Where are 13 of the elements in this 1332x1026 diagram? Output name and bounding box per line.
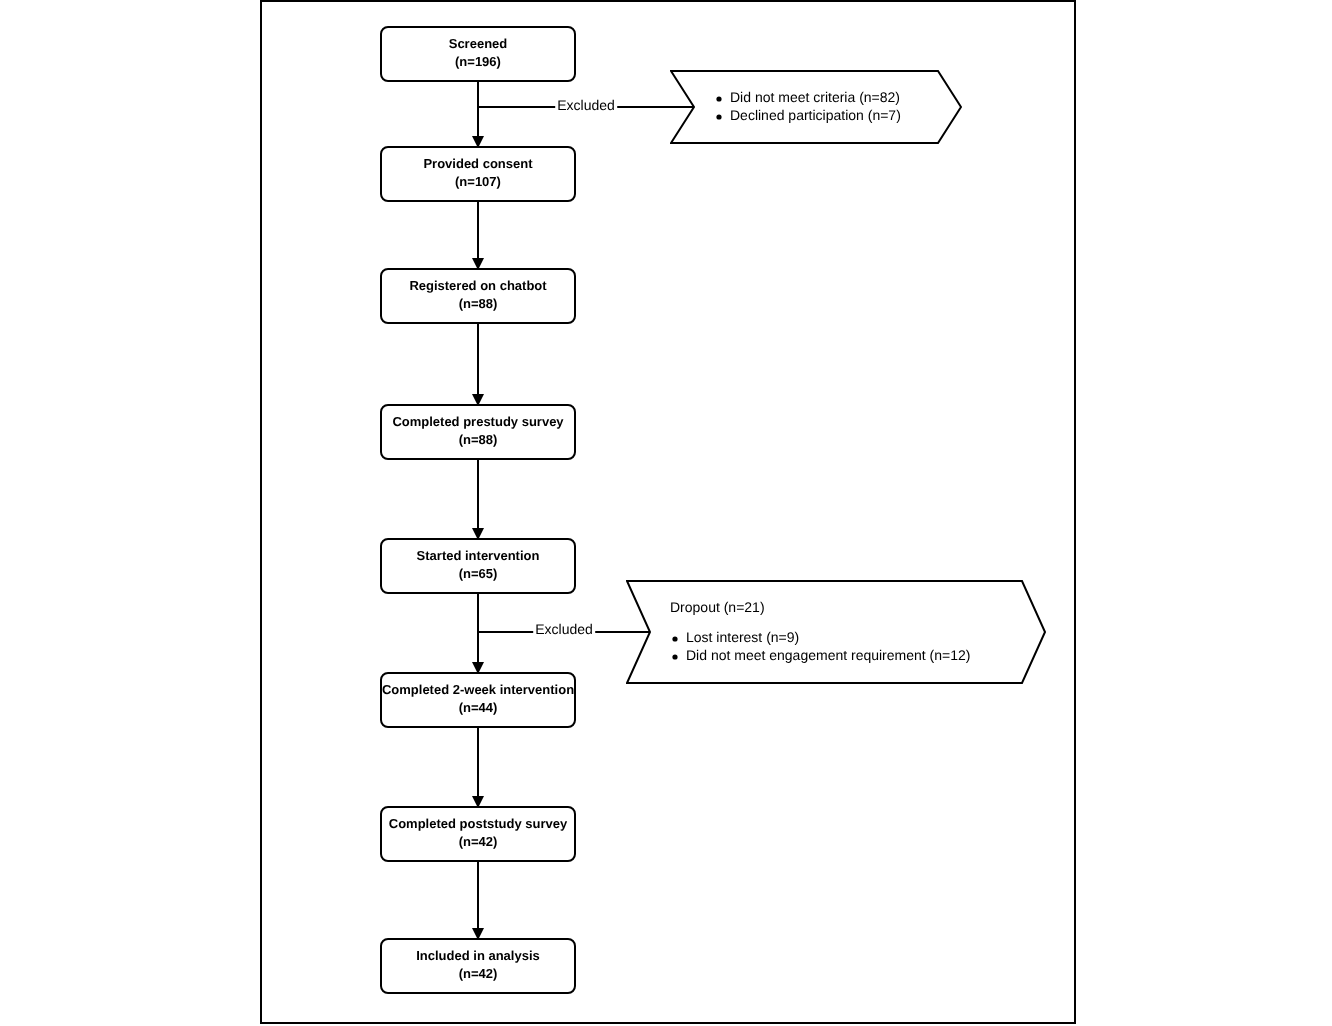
process-box — [380, 538, 576, 594]
process-box — [380, 26, 576, 82]
arrow — [472, 459, 484, 540]
arrow — [472, 323, 484, 406]
process-box — [380, 146, 576, 202]
process-box — [380, 268, 576, 324]
process-box — [380, 806, 576, 862]
process-box — [380, 672, 576, 728]
arrow — [472, 727, 484, 808]
process-box — [380, 404, 576, 460]
arrow — [472, 861, 484, 940]
arrow — [472, 201, 484, 270]
process-box — [380, 938, 576, 994]
